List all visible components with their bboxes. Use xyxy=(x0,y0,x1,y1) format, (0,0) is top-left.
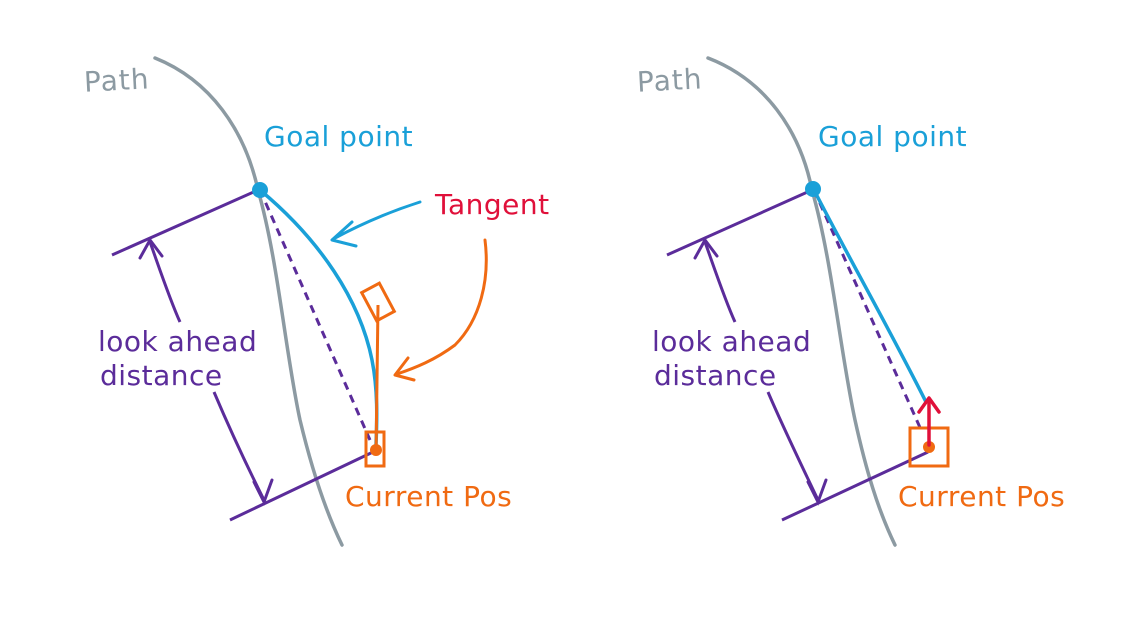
current-pos-dot xyxy=(923,441,935,453)
lookahead-bottom-line xyxy=(229,450,374,522)
goal-point-dot xyxy=(805,181,821,197)
tangent-pointer-arrow-head xyxy=(393,356,416,382)
tangent-vehicle-box xyxy=(359,281,397,323)
goal-to-robot-dashed-line xyxy=(258,189,372,441)
goal-point-label: Goal point xyxy=(818,120,968,153)
tangent-pointer-arrow xyxy=(395,238,488,376)
current-pos-box xyxy=(364,430,386,468)
lookahead-arrow-down-head xyxy=(806,478,828,506)
lookahead-label: look ahead distance xyxy=(652,325,811,393)
lookahead-arrow-up-head xyxy=(693,237,719,260)
lookahead-bottom-line xyxy=(781,450,929,522)
lookahead-label-line2: distance xyxy=(100,359,223,392)
right-panel xyxy=(666,56,950,547)
lookahead-arrow-up xyxy=(703,241,737,323)
lookahead-top-line xyxy=(111,188,259,257)
goal-point-dot xyxy=(252,182,268,198)
lookahead-label: look ahead distance xyxy=(98,325,257,393)
lookahead-top-line xyxy=(666,188,813,257)
left-panel xyxy=(111,56,488,547)
lookahead-arrow-down-head xyxy=(252,478,274,506)
goal-point-label: Goal point xyxy=(264,120,414,153)
arc-pointer-arrow-head xyxy=(330,220,358,248)
current-pos-dot xyxy=(370,444,382,456)
arc-pointer-arrow xyxy=(333,200,422,240)
path-label: Path xyxy=(83,62,151,99)
current-pos-label: Current Pos xyxy=(898,480,1066,513)
lookahead-arrow-up-head xyxy=(138,237,164,260)
lookahead-label-line1: look ahead xyxy=(652,325,812,358)
tangent-line xyxy=(374,304,380,456)
lookahead-label-line1: look ahead xyxy=(98,325,258,358)
path-label: Path xyxy=(636,62,704,99)
tangent-label: Tangent xyxy=(435,188,550,221)
pursuit-line xyxy=(812,188,928,404)
lookahead-arrow-up xyxy=(148,241,182,323)
current-pos-label: Current Pos xyxy=(345,480,513,513)
heading-arrow-head xyxy=(917,396,941,414)
lookahead-label-line2: distance xyxy=(654,359,777,392)
goal-to-robot-dashed-line xyxy=(812,189,924,433)
